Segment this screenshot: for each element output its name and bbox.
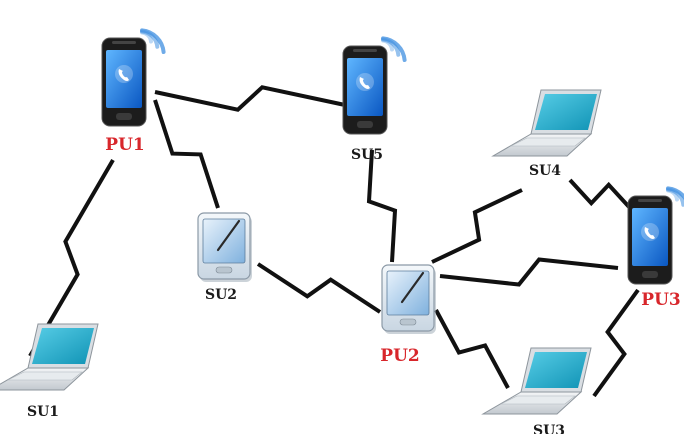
handset-icon (115, 65, 133, 83)
laptop-icon (0, 323, 99, 391)
links-layer (28, 85, 640, 398)
wireless-signal-icon (140, 28, 166, 54)
link-pu1-su5 (154, 85, 346, 112)
node-label-su1: SU1 (27, 404, 59, 420)
handset-icon (356, 73, 374, 91)
wireless-signal-icon (666, 186, 684, 207)
laptop-icon (481, 347, 592, 415)
wireless-signal-icon (381, 36, 407, 62)
nodes-layer (0, 28, 684, 415)
tablet-icon (197, 212, 252, 282)
link-pu1-su1 (28, 158, 115, 358)
stylus-icon (400, 271, 425, 304)
node-label-pu3: PU3 (641, 290, 680, 310)
node-label-su3: SU3 (533, 423, 565, 434)
link-su2-pu2 (256, 262, 382, 314)
link-pu3-su3 (592, 288, 640, 398)
handset-icon (641, 223, 659, 241)
link-pu2-su3 (434, 309, 510, 389)
node-label-pu2: PU2 (380, 346, 419, 366)
link-su4-pu3 (568, 178, 632, 210)
link-su5-pu2 (366, 149, 398, 263)
link-pu2-su4 (431, 188, 523, 264)
node-label-su5: SU5 (351, 147, 383, 163)
phone-icon (101, 28, 166, 127)
phone-icon (342, 36, 407, 135)
laptop-icon (491, 89, 602, 157)
node-label-pu1: PU1 (105, 135, 144, 155)
stylus-icon (216, 219, 241, 252)
link-pu2-pu3 (439, 257, 619, 287)
tablet-icon (381, 264, 436, 334)
node-label-su4: SU4 (529, 163, 561, 179)
link-pu1-su2 (153, 99, 220, 209)
node-label-su2: SU2 (205, 287, 237, 303)
phone-icon (627, 186, 684, 285)
